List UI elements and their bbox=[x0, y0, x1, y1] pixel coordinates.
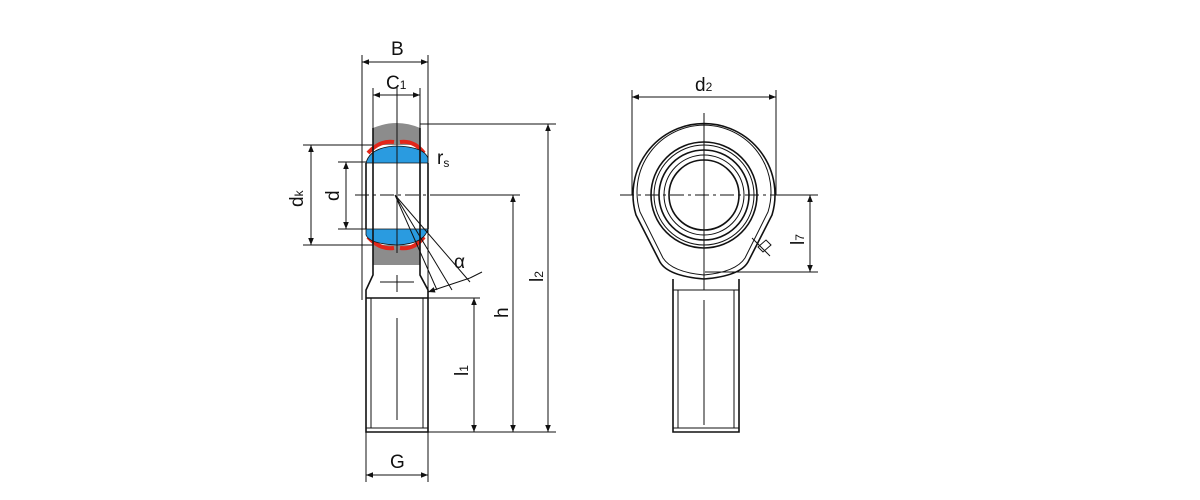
label-h: h bbox=[492, 307, 513, 318]
liner-top bbox=[366, 139, 426, 155]
label-rs: rs bbox=[437, 148, 449, 170]
label-C1: C1 bbox=[386, 73, 407, 94]
side-section-view: B C1 rs dk d α l2 h l1 G bbox=[287, 39, 556, 482]
label-l2: l2 bbox=[527, 271, 548, 282]
label-d: d bbox=[323, 190, 344, 201]
label-alpha: α bbox=[454, 252, 465, 273]
label-dk: dk bbox=[287, 189, 308, 207]
front-view: d2 l7 bbox=[620, 75, 818, 433]
label-B: B bbox=[391, 39, 404, 60]
label-l7: l7 bbox=[788, 234, 809, 245]
label-l1: l1 bbox=[452, 365, 473, 376]
label-G: G bbox=[390, 452, 405, 473]
housing-bottom bbox=[373, 245, 420, 265]
label-d2: d2 bbox=[695, 75, 713, 96]
